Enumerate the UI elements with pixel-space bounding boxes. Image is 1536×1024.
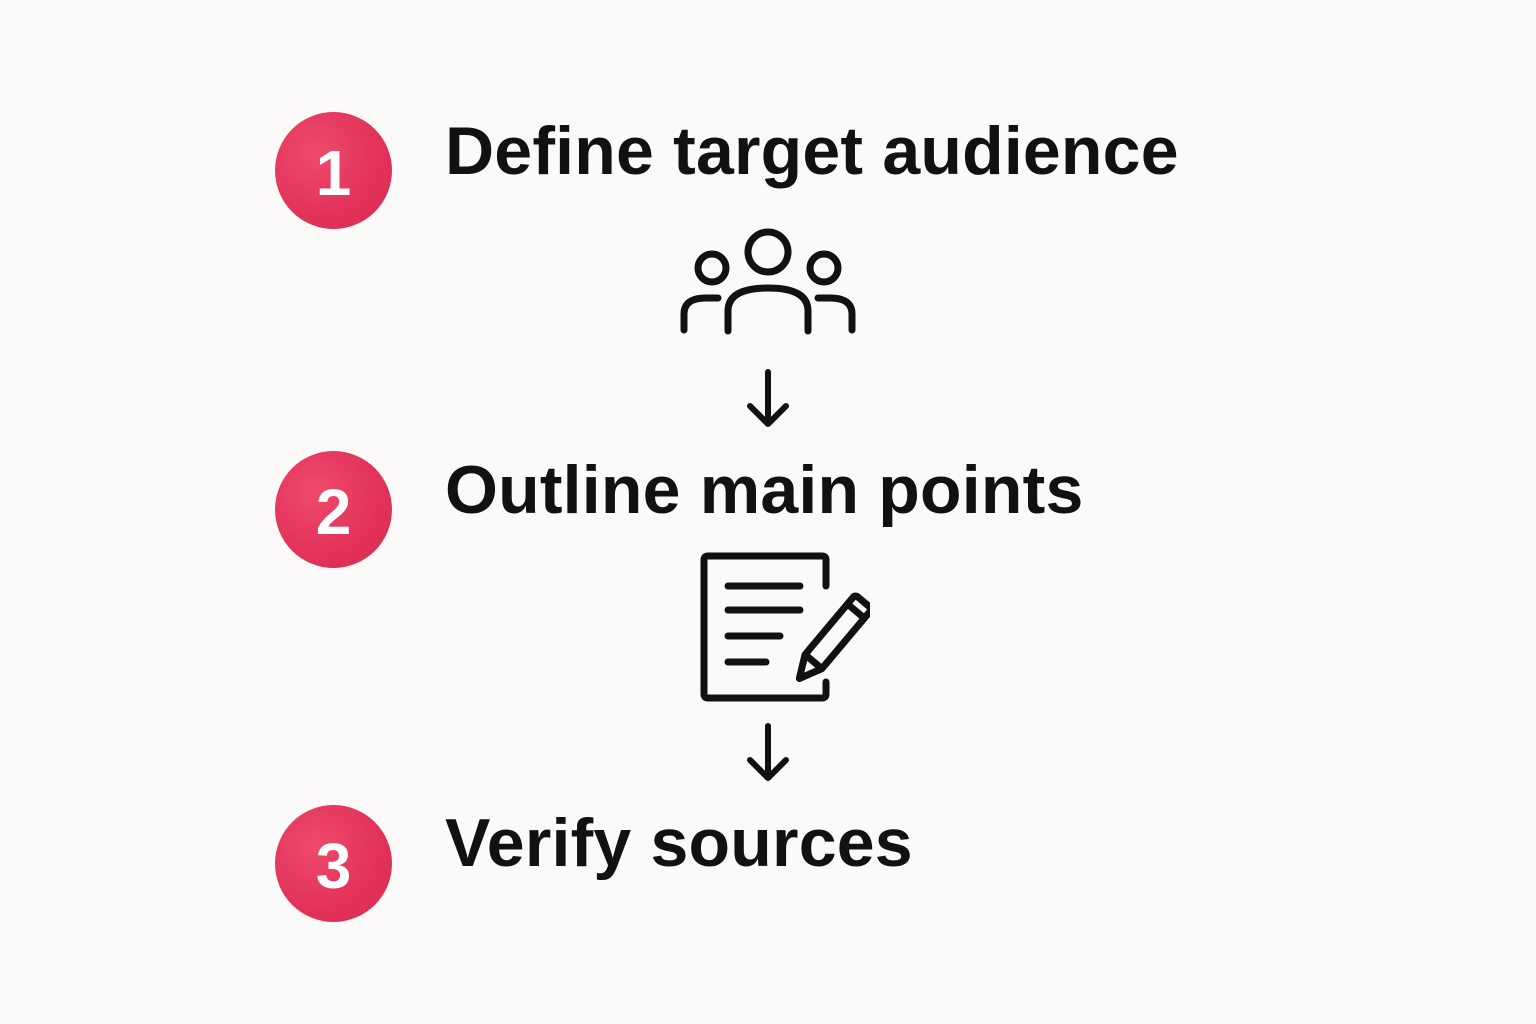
step-2-title: Outline main points <box>445 452 1084 528</box>
arrow-down-icon <box>742 722 794 784</box>
step-2-number: 2 <box>315 475 352 548</box>
step-2-badge: 2 <box>275 451 392 568</box>
step-3-title: Verify sources <box>445 805 913 881</box>
step-1-title: Define target audience <box>445 113 1179 189</box>
step-3-badge: 3 <box>275 805 392 922</box>
step-1-badge: 1 <box>275 112 392 229</box>
step-3-number: 3 <box>315 829 352 902</box>
step-1-number: 1 <box>315 136 352 209</box>
document-edit-icon <box>698 550 870 704</box>
arrow-down-icon <box>742 368 794 430</box>
audience-group-icon <box>678 226 858 338</box>
